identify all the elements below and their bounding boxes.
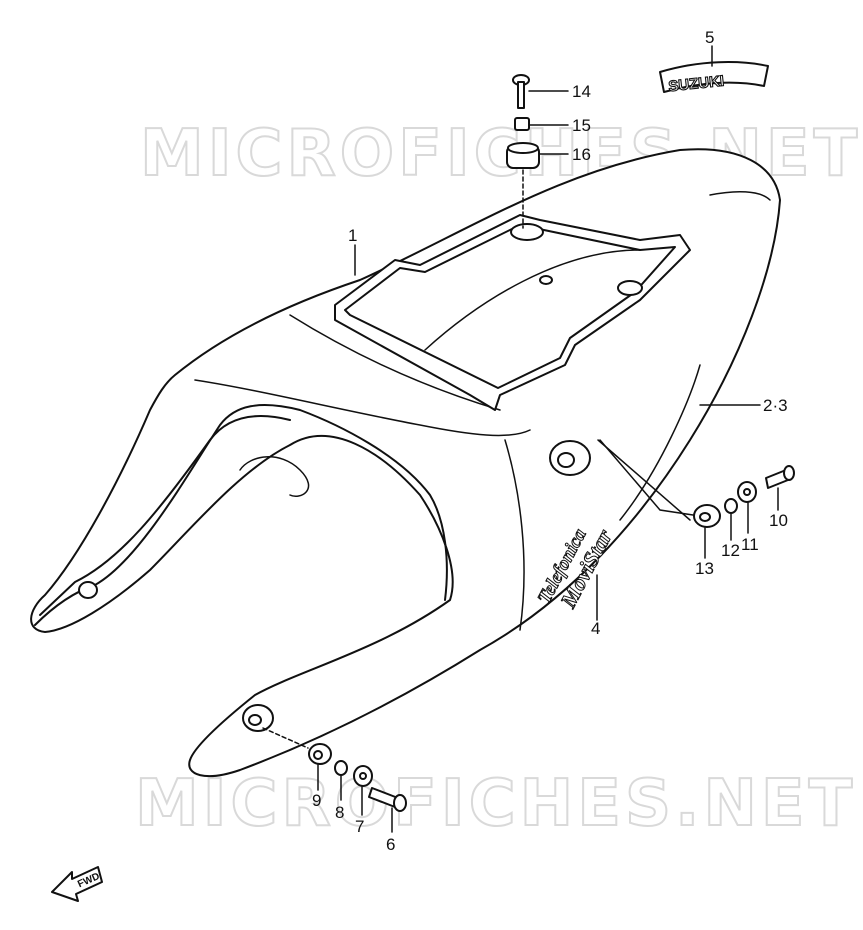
label-16: 16 bbox=[572, 145, 591, 164]
washer-7 bbox=[353, 765, 373, 787]
fwd-arrow-icon: FWD bbox=[51, 866, 103, 902]
emblem-text: SUZUKI bbox=[668, 73, 725, 96]
leader-fastener-right bbox=[597, 439, 691, 521]
seat-tail-cover bbox=[30, 148, 781, 778]
label-4: 4 bbox=[591, 619, 600, 638]
label-6: 6 bbox=[386, 835, 395, 854]
label-15: 15 bbox=[572, 116, 591, 135]
screw-10 bbox=[765, 465, 795, 489]
label-1: 1 bbox=[348, 226, 357, 245]
label-12: 12 bbox=[721, 541, 740, 560]
washer-11 bbox=[737, 481, 757, 503]
grommet-9 bbox=[308, 743, 332, 765]
mount-axis-left bbox=[262, 727, 309, 749]
label-2-3: 2·3 bbox=[763, 396, 788, 415]
collar-15 bbox=[514, 117, 530, 131]
label-8: 8 bbox=[335, 803, 344, 822]
collar-8 bbox=[334, 760, 348, 776]
cushion-16 bbox=[506, 142, 540, 169]
screw-6 bbox=[368, 787, 407, 812]
label-10: 10 bbox=[769, 511, 788, 530]
watermark-bottom: MICROFICHES.NET bbox=[135, 767, 856, 841]
label-14: 14 bbox=[572, 82, 591, 101]
label-13: 13 bbox=[695, 559, 714, 578]
screw-14 bbox=[512, 74, 530, 109]
label-11: 11 bbox=[741, 535, 759, 554]
label-7: 7 bbox=[355, 817, 364, 836]
suzuki-emblem: SUZUKI bbox=[659, 61, 769, 96]
grommet-13 bbox=[693, 504, 721, 528]
collar-12 bbox=[724, 498, 738, 514]
label-5: 5 bbox=[705, 28, 714, 47]
label-9: 9 bbox=[312, 791, 321, 810]
